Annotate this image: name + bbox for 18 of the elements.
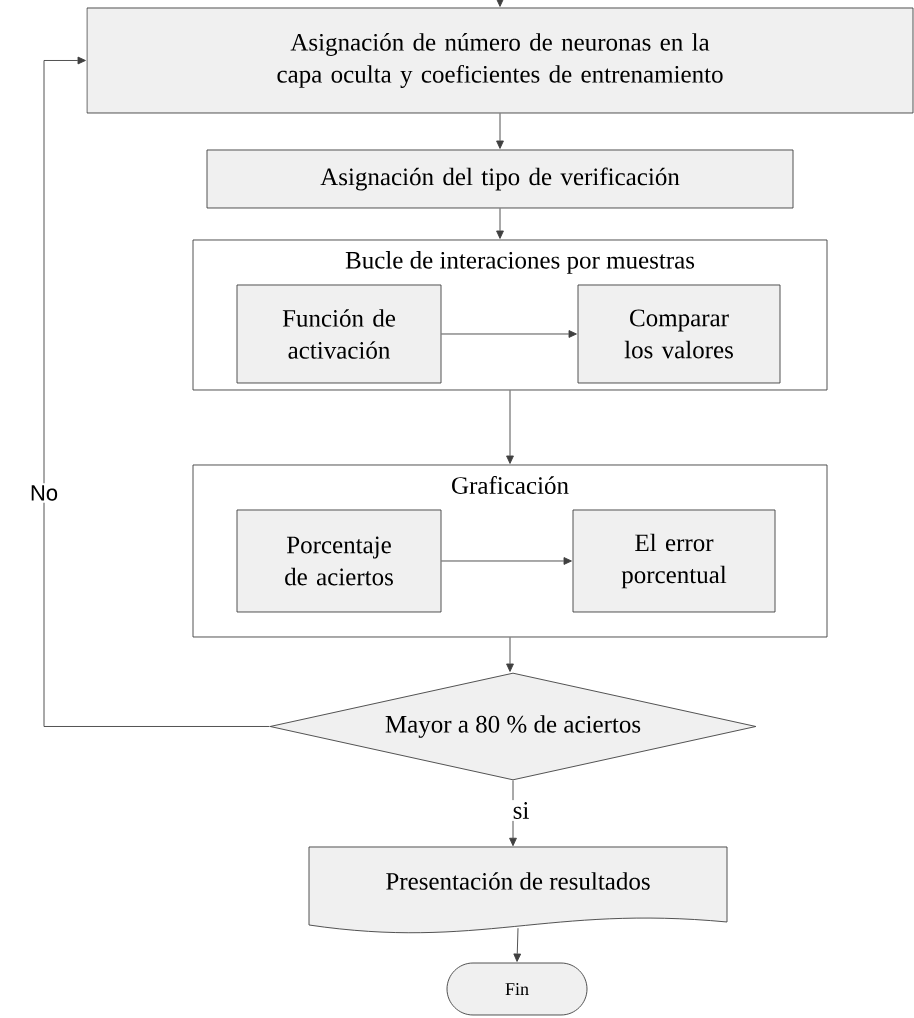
process-box: Asignación del tipo de verificación (206, 149, 794, 209)
process-box: Asignación de número de neuronas en la capa oculta y coeficientes de entrenamiento (86, 7, 914, 114)
arrow (513, 927, 522, 962)
arrow (441, 330, 577, 338)
process-box: Función de activación (236, 284, 442, 384)
process-box: Porcentaje de aciertos (236, 509, 442, 613)
process-box: El error porcentual (572, 509, 776, 613)
process-box: Comparar los valores (577, 284, 781, 384)
arrow (43, 56, 270, 727)
arrow (506, 390, 514, 464)
arrow (441, 557, 572, 565)
edge-label: No (27, 483, 61, 503)
arrow (496, 113, 504, 149)
edge-label: si (510, 800, 532, 821)
arrow (506, 637, 514, 672)
arrow (496, 0, 504, 7)
arrow (496, 208, 504, 239)
arrow (509, 780, 517, 847)
